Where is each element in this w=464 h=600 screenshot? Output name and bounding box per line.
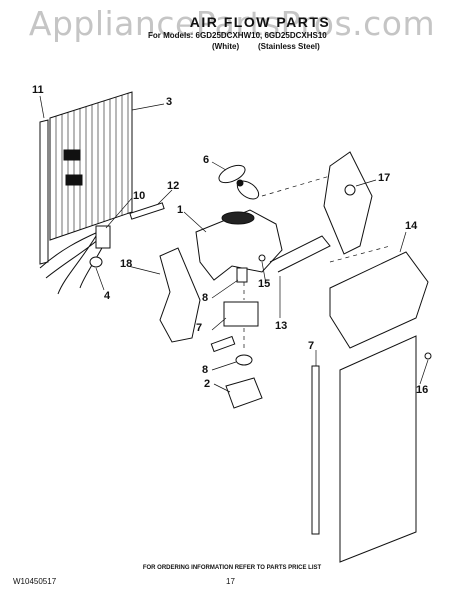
side-strip bbox=[39, 119, 49, 265]
callout-1: 1 bbox=[177, 204, 184, 216]
wire-harness bbox=[39, 225, 111, 295]
callout-14: 14 bbox=[405, 220, 418, 232]
callout-16: 15 bbox=[258, 278, 271, 290]
document-number: W10450517 bbox=[13, 577, 57, 586]
callout-11: 13 bbox=[275, 320, 288, 332]
callout-13: 11 bbox=[32, 84, 44, 96]
callout-3: 3 bbox=[166, 96, 173, 108]
callout-4: 4 bbox=[104, 290, 111, 302]
callout-10: 10 bbox=[133, 190, 146, 202]
damper-motor bbox=[223, 301, 259, 327]
page-title: AIR FLOW PARTS bbox=[189, 14, 331, 30]
callout-12: 12 bbox=[167, 180, 180, 192]
variant-stainless: (Stainless Steel) bbox=[258, 42, 320, 51]
callout-15: 16 bbox=[416, 384, 429, 396]
rear-duct-panel bbox=[339, 335, 417, 563]
callout-2: 2 bbox=[204, 378, 211, 390]
callout-5: 7 bbox=[196, 322, 203, 334]
mounting-bracket bbox=[225, 377, 263, 409]
thermistor bbox=[129, 202, 165, 220]
ordering-note: FOR ORDERING INFORMATION REFER TO PARTS … bbox=[142, 565, 322, 571]
left-duct bbox=[159, 247, 201, 343]
duct-strip bbox=[311, 365, 320, 535]
watermark: AppliancePartsPros.com bbox=[28, 4, 436, 43]
grommet-top bbox=[236, 267, 248, 283]
fan-blade bbox=[218, 164, 260, 200]
callout-8-bottom: 8 bbox=[202, 364, 209, 376]
callout-17: 17 bbox=[378, 172, 391, 184]
callout-18: 18 bbox=[120, 258, 133, 270]
callout-7: 7 bbox=[308, 340, 315, 352]
page-number: 17 bbox=[226, 577, 235, 586]
evaporator-coil bbox=[49, 91, 133, 241]
bracket bbox=[269, 235, 331, 273]
model-list: For Models: 6GD25DCXHW10, 6GD25DCXHS10 bbox=[148, 31, 327, 40]
screw-16 bbox=[258, 254, 266, 262]
variant-white: (White) bbox=[212, 42, 240, 51]
grommet-bottom bbox=[235, 354, 253, 366]
fan-housing bbox=[195, 209, 283, 281]
screw-15 bbox=[424, 352, 432, 360]
motor-connector bbox=[210, 335, 236, 353]
rear-panel bbox=[329, 251, 429, 349]
callout-6: 6 bbox=[203, 154, 210, 166]
callout-8-top: 8 bbox=[202, 292, 209, 304]
right-cover bbox=[323, 151, 373, 255]
